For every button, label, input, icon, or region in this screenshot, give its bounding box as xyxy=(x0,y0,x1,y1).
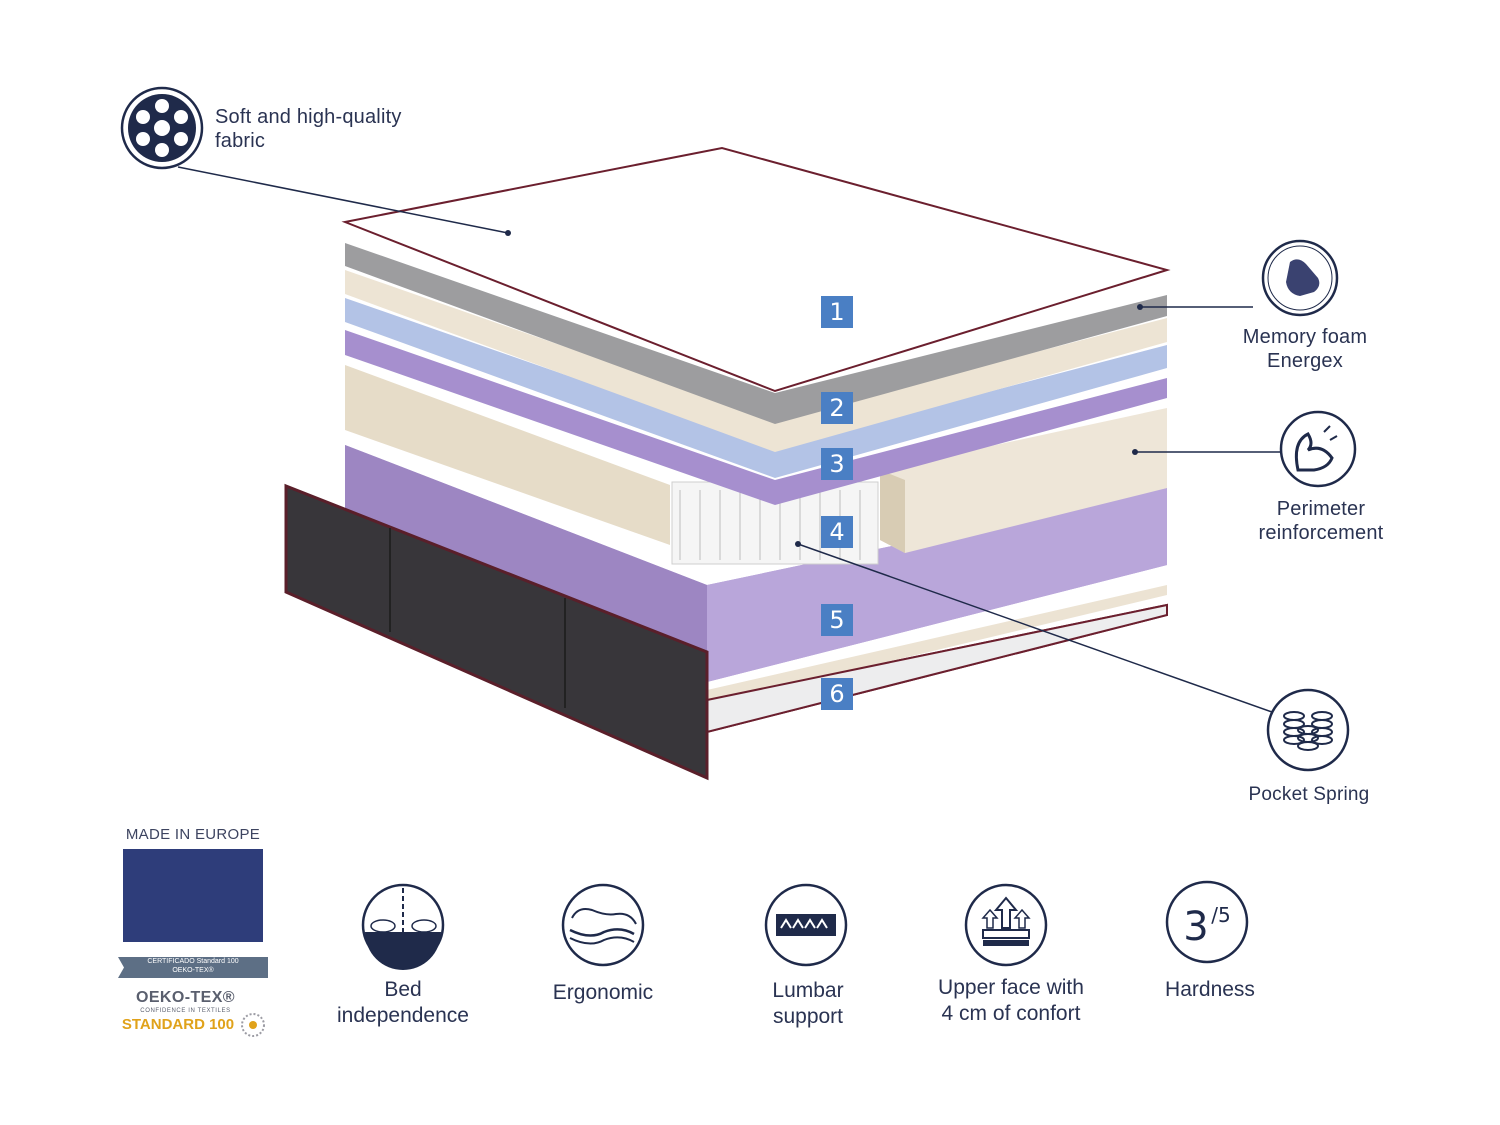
hardness-scale: /5 xyxy=(1211,903,1230,927)
feature-line2: independence xyxy=(337,1004,469,1027)
oeko-tex-title: OEKO-TEX® xyxy=(136,989,235,1006)
eu-flag xyxy=(123,849,263,942)
perimeter-label-line2: reinforcement xyxy=(1258,522,1384,544)
certificate-line1: CERTIFICADO Standard 100 xyxy=(147,958,239,965)
memory-foam-icon xyxy=(1261,239,1339,317)
feature-label-bed-independence: Bed independence xyxy=(303,977,503,1029)
made-in-europe-label: MADE IN EUROPE xyxy=(125,826,261,843)
ergonomic-icon xyxy=(561,883,645,967)
feature-line2: 4 cm of confort xyxy=(941,1002,1081,1025)
fabric-label-line2: fabric xyxy=(215,130,266,152)
fabric-label: Soft and high-quality fabric xyxy=(215,105,402,153)
layer-badge-2: 2 xyxy=(821,392,853,424)
memory-foam-sheet xyxy=(345,243,1167,424)
upper-face-icon xyxy=(964,883,1048,967)
perimeter-blocks xyxy=(345,365,1167,553)
perimeter-reinforcement-icon xyxy=(1279,410,1357,488)
side-cover xyxy=(284,483,709,781)
layer-badge-5: 5 xyxy=(821,604,853,636)
callout-dots xyxy=(505,230,1143,547)
bed-independence-icon xyxy=(361,883,445,970)
fabric-icon xyxy=(120,86,204,170)
feature-line1: Ergonomic xyxy=(552,981,654,1004)
perimeter-label: Perimeter reinforcement xyxy=(1236,497,1406,545)
layer-badge-3: 3 xyxy=(821,448,853,480)
feature-line1: Upper face with xyxy=(938,976,1084,999)
feature-line2: support xyxy=(772,1005,844,1028)
hardness-icon: 3 /5 xyxy=(1165,880,1249,964)
feature-label-lumbar-support: Lumbar support xyxy=(708,978,908,1030)
certificate-banner: CERTIFICADO Standard 100 OEKO-TEX® xyxy=(118,957,268,978)
callout-lines xyxy=(177,166,1282,713)
hardness-value: 3 xyxy=(1183,904,1208,950)
memory-foam-label-line1: Memory foam xyxy=(1242,326,1368,348)
oeko-tex-subtitle: CONFIDENCE IN TEXTILES xyxy=(140,1008,231,1014)
layer-1-top-fabric xyxy=(341,146,1171,393)
feature-line1: Lumbar xyxy=(772,979,844,1002)
feature-label-ergonomic: Ergonomic xyxy=(503,980,703,1006)
feature-label-upper-face: Upper face with 4 cm of confort xyxy=(898,975,1124,1027)
feature-line1: Hardness xyxy=(1165,978,1255,1001)
feature-label-hardness: Hardness xyxy=(1110,977,1310,1003)
fabric-label-line1: Soft and high-quality xyxy=(215,106,402,128)
pocket-spring-label: Pocket Spring xyxy=(1248,784,1370,805)
oeko-tex-flower-icon xyxy=(241,1013,265,1037)
layer-badge-4: 4 xyxy=(821,516,853,548)
memory-foam-label-line2: Energex xyxy=(1267,350,1343,372)
layer-badge-6: 6 xyxy=(821,678,853,710)
layer-badge-1: 1 xyxy=(821,296,853,328)
perimeter-label-line1: Perimeter xyxy=(1276,498,1366,520)
lumbar-support-icon xyxy=(764,883,848,967)
pocket-spring-icon xyxy=(1266,688,1350,772)
oeko-tex-standard: STANDARD 100 xyxy=(121,1016,235,1033)
memory-foam-label: Memory foam Energex xyxy=(1220,325,1390,373)
certificate-line2: OEKO-TEX® xyxy=(172,967,214,974)
feature-line1: Bed xyxy=(384,978,422,1001)
